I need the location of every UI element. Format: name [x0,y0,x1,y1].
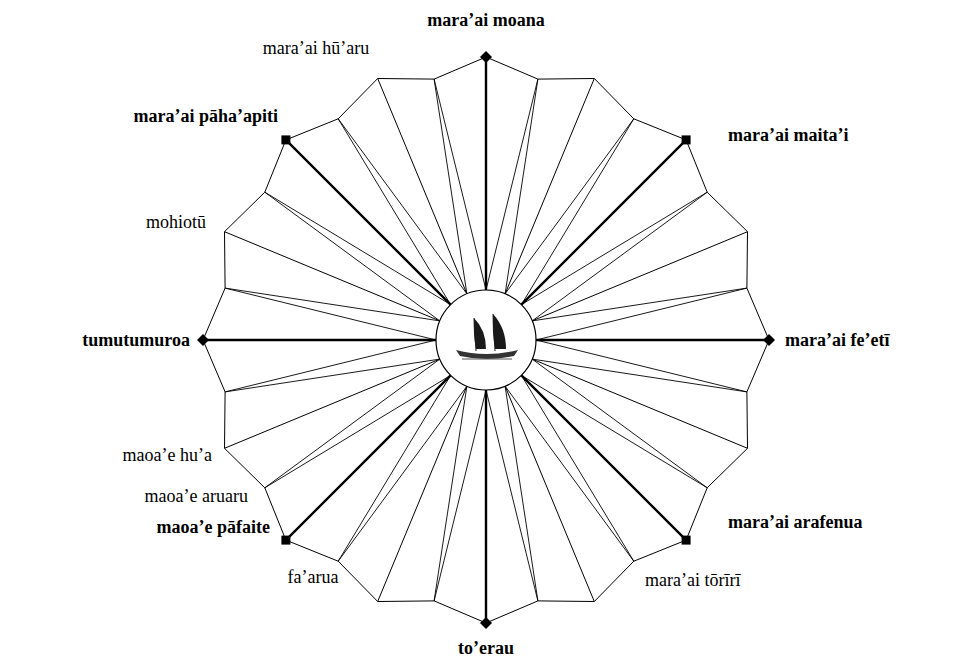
direction-markers [197,51,775,629]
direction-label: fa’arua [288,567,339,587]
cardinal-diamond [480,617,492,629]
intercardinal-square [281,135,290,144]
canoe-sail [493,314,506,349]
direction-label: mara’ai hū’aru [263,38,369,58]
direction-label: mohiotū [146,212,206,232]
direction-label: maoa’e aruaru [145,486,248,506]
canoe-float [462,359,512,360]
main-direction-label: mara’ai fe’etī [785,330,889,350]
cardinal-diamond [763,334,775,346]
main-spokes [203,57,769,623]
main-direction-label: maoa’e pāfaite [157,517,270,537]
intercardinal-square [682,536,691,545]
direction-label: mara’ai tōrīrī [645,570,740,590]
canoe-illustration [456,314,518,359]
main-direction-label: mara’ai moana [427,10,544,30]
direction-label: maoa’e hu’a [123,445,212,465]
intercardinal-square [682,135,691,144]
cardinal-diamond [480,51,492,63]
compass-outline [203,57,769,623]
main-direction-label: tumutumuroa [82,330,190,350]
main-direction-label: mara’ai arafenua [728,512,862,532]
main-direction-label: mara’ai maita’i [728,125,848,145]
center-circle [436,290,536,390]
canoe-sail [474,318,486,349]
main-direction-label: to’erau [458,638,514,658]
intercardinal-square [281,536,290,545]
main-direction-label: mara’ai pāha’apiti [133,106,278,126]
cardinal-diamond [197,334,209,346]
canoe-hull [456,350,518,359]
